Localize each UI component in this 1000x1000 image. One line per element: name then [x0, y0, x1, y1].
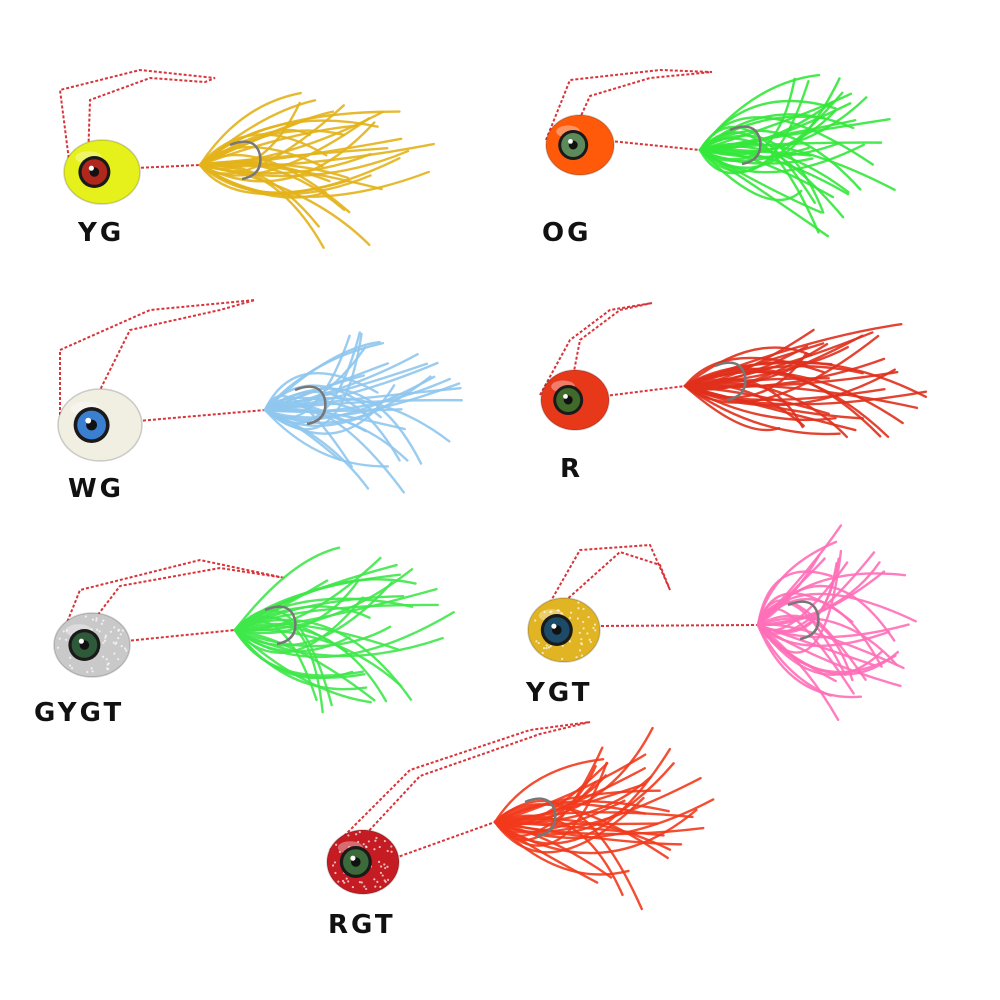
- silicone-skirt: [263, 331, 464, 494]
- silicone-skirt: [698, 73, 896, 238]
- lure-rgt-image: [326, 721, 715, 911]
- lure-label: OG: [542, 218, 592, 248]
- line-loop: [329, 721, 591, 851]
- leader-line: [595, 624, 759, 627]
- hook-icon: [524, 797, 557, 838]
- lure-label: RGT: [328, 910, 396, 940]
- leader-line: [604, 385, 686, 397]
- hook-icon: [229, 140, 262, 181]
- lure-label: YGT: [526, 678, 593, 708]
- leader-line: [135, 164, 201, 169]
- lure-label: YG: [78, 218, 125, 248]
- silicone-skirt: [198, 91, 435, 249]
- line-loop: [58, 68, 216, 169]
- hook-icon: [294, 385, 327, 426]
- lure-r-image: [539, 302, 928, 439]
- lure-rgt: RGT: [250, 710, 750, 970]
- lure-label: WG: [68, 474, 125, 504]
- lure-wg-image: [57, 299, 464, 494]
- line-loop: [539, 543, 671, 621]
- hook-icon: [729, 125, 762, 166]
- lure-gygt-image: [53, 546, 455, 714]
- lure-og: OG: [500, 0, 1000, 260]
- line-loop: [59, 299, 256, 420]
- line-loop: [545, 68, 713, 141]
- lure-og-image: [545, 68, 896, 238]
- silicone-skirt: [756, 524, 917, 722]
- lure-yg-image: [58, 68, 435, 249]
- leader-line: [125, 629, 236, 642]
- lure-ygt-image: [527, 524, 917, 722]
- lure-r: R: [500, 260, 1000, 520]
- line-loop: [539, 302, 653, 396]
- silicone-skirt: [493, 726, 715, 911]
- leader-line: [609, 140, 701, 151]
- silicone-skirt: [233, 546, 455, 714]
- hook-icon: [714, 361, 747, 402]
- lure-yg: YG: [0, 0, 500, 260]
- hook-icon: [787, 600, 820, 641]
- lure-label: GYGT: [34, 698, 125, 728]
- leader-line: [394, 821, 496, 859]
- lure-gygt: GYGT: [0, 520, 500, 760]
- leader-line: [137, 409, 266, 422]
- lure-wg: WG: [0, 260, 500, 520]
- line-loop: [59, 558, 286, 641]
- hook-icon: [264, 605, 297, 646]
- lure-label: R: [560, 454, 584, 484]
- lure-ygt: YGT: [500, 490, 1000, 730]
- silicone-skirt: [683, 323, 928, 439]
